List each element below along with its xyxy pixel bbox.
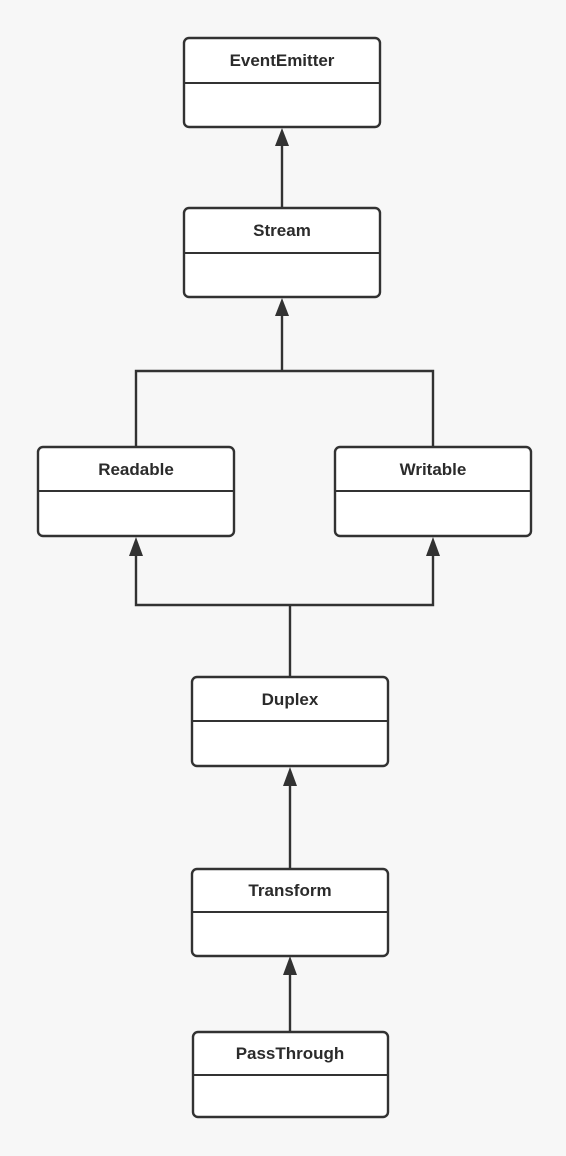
arrowhead-stream (275, 298, 289, 316)
class-passthrough: PassThrough (191, 1030, 390, 1119)
arrowhead-eventemitter (275, 128, 289, 146)
arrowhead-writable (426, 537, 440, 556)
edge-passthrough-to-transform (283, 956, 297, 1031)
class-transform: Transform (190, 867, 390, 958)
arrowhead-transform (283, 956, 297, 975)
class-writable: Writable (333, 445, 533, 538)
class-name-writable: Writable (400, 460, 467, 479)
class-eventemitter: EventEmitter (182, 36, 382, 129)
class-duplex: Duplex (190, 675, 390, 768)
arrowhead-duplex (283, 767, 297, 786)
class-name-readable: Readable (98, 460, 174, 479)
edge-duplex-to-readable-writable (129, 537, 440, 676)
class-name-duplex: Duplex (262, 690, 319, 709)
edge-readable-writable-to-stream (134, 298, 435, 446)
class-stream: Stream (182, 206, 382, 299)
class-name-stream: Stream (253, 221, 311, 240)
edge-stream-to-eventemitter (275, 128, 289, 207)
class-readable: Readable (36, 445, 236, 538)
class-name-passthrough: PassThrough (236, 1044, 345, 1063)
class-name-eventemitter: EventEmitter (230, 51, 335, 70)
edge-transform-to-duplex (283, 767, 297, 868)
arrowhead-readable (129, 537, 143, 556)
class-name-transform: Transform (248, 881, 331, 900)
